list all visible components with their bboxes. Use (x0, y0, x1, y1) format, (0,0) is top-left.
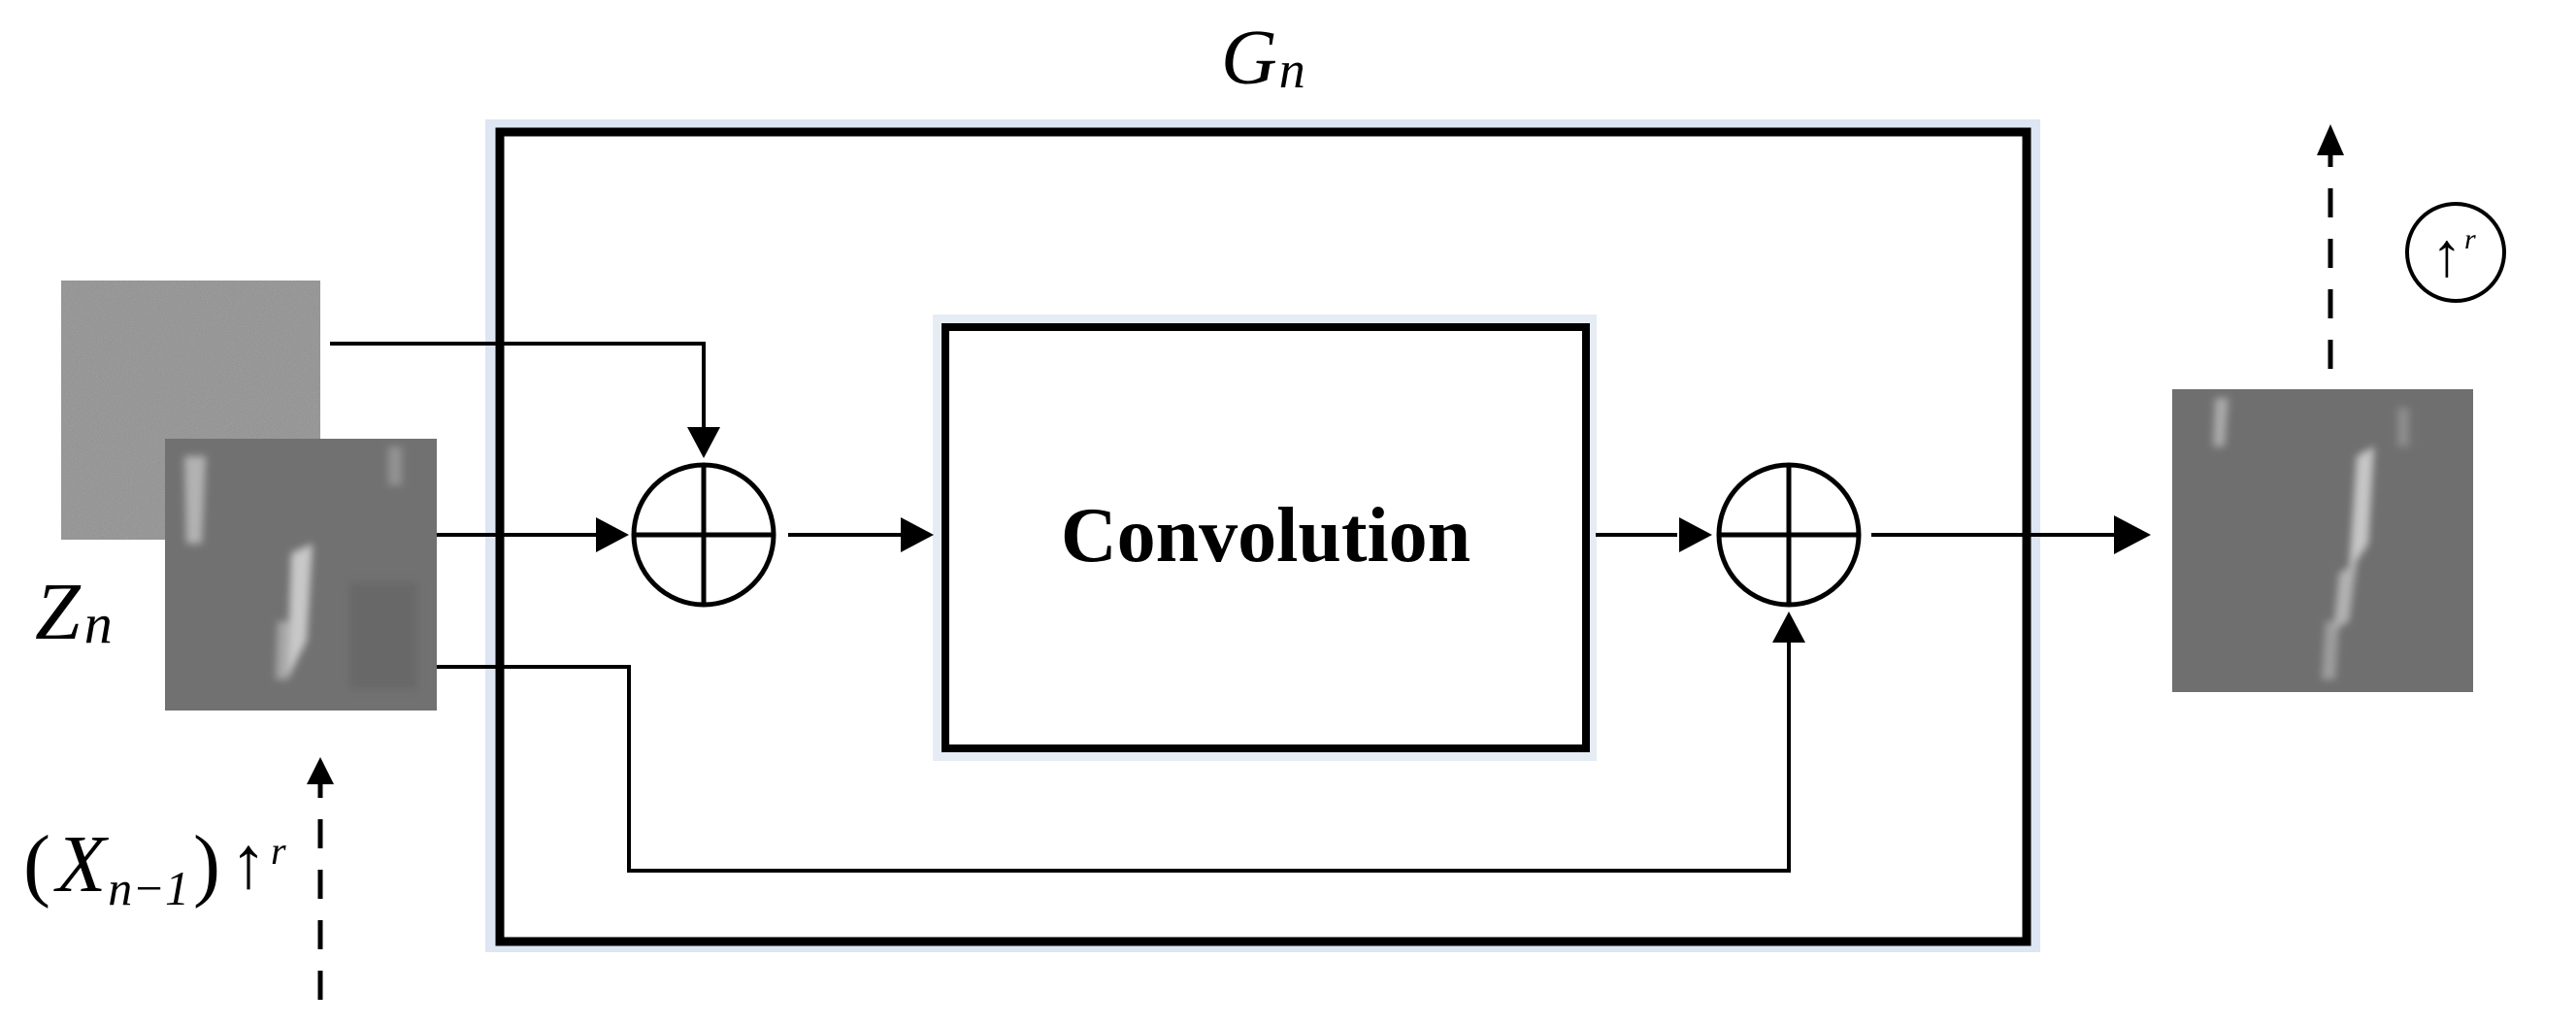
output-image (2172, 389, 2473, 692)
convolution-label: Convolution (1061, 493, 1470, 579)
upsampled-input-arrowhead (307, 757, 334, 784)
output-dashed-arrowhead (2317, 124, 2344, 155)
residual-skip-connector (437, 641, 1791, 873)
add-to-output-arrowhead (2114, 515, 2151, 554)
noise-to-add-arrowhead (687, 427, 720, 458)
add-operator-icon (631, 462, 776, 608)
generator-label: Gn (1221, 16, 1305, 101)
svg-text:↑r: ↑r (2431, 220, 2476, 289)
upsample-operator-icon: ↑r (2405, 202, 2506, 303)
convolution-block (941, 323, 1590, 752)
add-to-convolution-arrowhead (901, 517, 934, 552)
upsampled-input-image (165, 439, 437, 711)
image-to-add-arrowhead (596, 517, 629, 552)
noise-input-label: Zn (35, 567, 113, 657)
residual-skip-arrowhead (1772, 612, 1805, 643)
convolution-to-add-arrowhead (1679, 517, 1712, 552)
add-operator-icon (1716, 462, 1862, 608)
noise-to-add-connector (330, 342, 706, 427)
upsampled-input-label: (Xn−1)↑r (23, 819, 286, 915)
